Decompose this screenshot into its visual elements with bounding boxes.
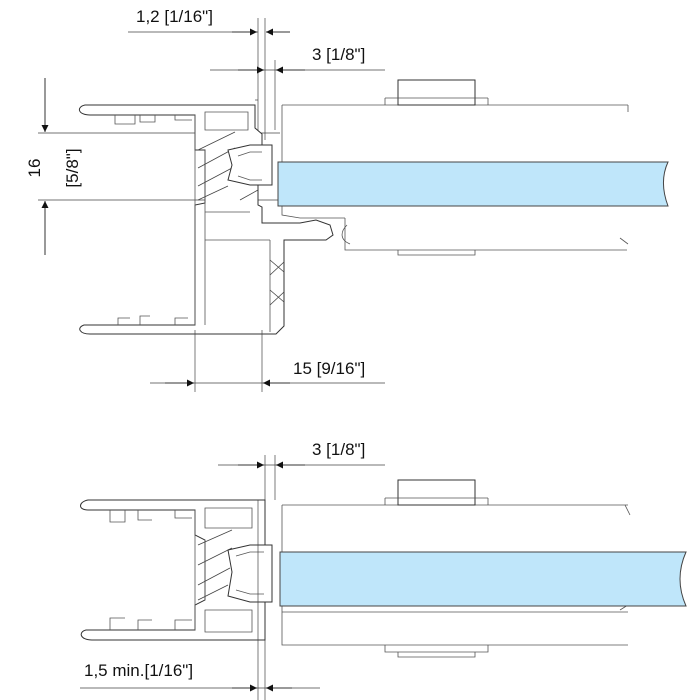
top-gap-label: 1,2 [1/16"] bbox=[136, 7, 213, 26]
bottom-seal-label: 3 [1/8"] bbox=[312, 440, 365, 459]
gasket-bottom bbox=[227, 544, 273, 603]
bottom-detail: 3 [1/8"] bbox=[80, 440, 687, 700]
bottom-teeth-lower bbox=[109, 617, 192, 630]
glass-thickness-mm: 16 bbox=[25, 159, 44, 178]
glass-pane-top bbox=[277, 161, 669, 207]
clamp-screw-head-top bbox=[397, 79, 476, 106]
top-detail: 1,2 [1/16"] 3 [1/8"] 16 [5/8"] bbox=[25, 7, 669, 392]
glass-pane-bottom bbox=[279, 551, 687, 607]
bottom-chamber-bottom bbox=[204, 609, 253, 633]
bottom-teeth-upper bbox=[109, 510, 192, 523]
profile-teeth-upper bbox=[114, 115, 192, 125]
profile-teeth-lower bbox=[117, 315, 188, 325]
gasket-hatch-bottom bbox=[197, 529, 233, 601]
bottom-chamber-top bbox=[204, 507, 253, 529]
bottom-gap-label: 1,5 min.[1/16"] bbox=[84, 661, 193, 680]
glass-thickness-in: [5/8"] bbox=[63, 148, 82, 187]
clamp-screw-head-bottom bbox=[397, 479, 476, 506]
gasket-top-detail bbox=[237, 151, 262, 181]
profile-chamber bbox=[204, 111, 249, 131]
top-seal-label: 3 [1/8"] bbox=[312, 45, 365, 64]
frame-profile-top bbox=[78, 104, 334, 335]
gasket-bottom-detail bbox=[235, 551, 264, 595]
clamp-screw-bottom-top bbox=[397, 250, 476, 256]
depth-label: 15 [9/16"] bbox=[293, 359, 365, 378]
clamp-body-top-lower bbox=[341, 218, 627, 251]
clamp-screw-foot-bottom bbox=[384, 645, 489, 658]
gasket-top bbox=[227, 144, 273, 186]
